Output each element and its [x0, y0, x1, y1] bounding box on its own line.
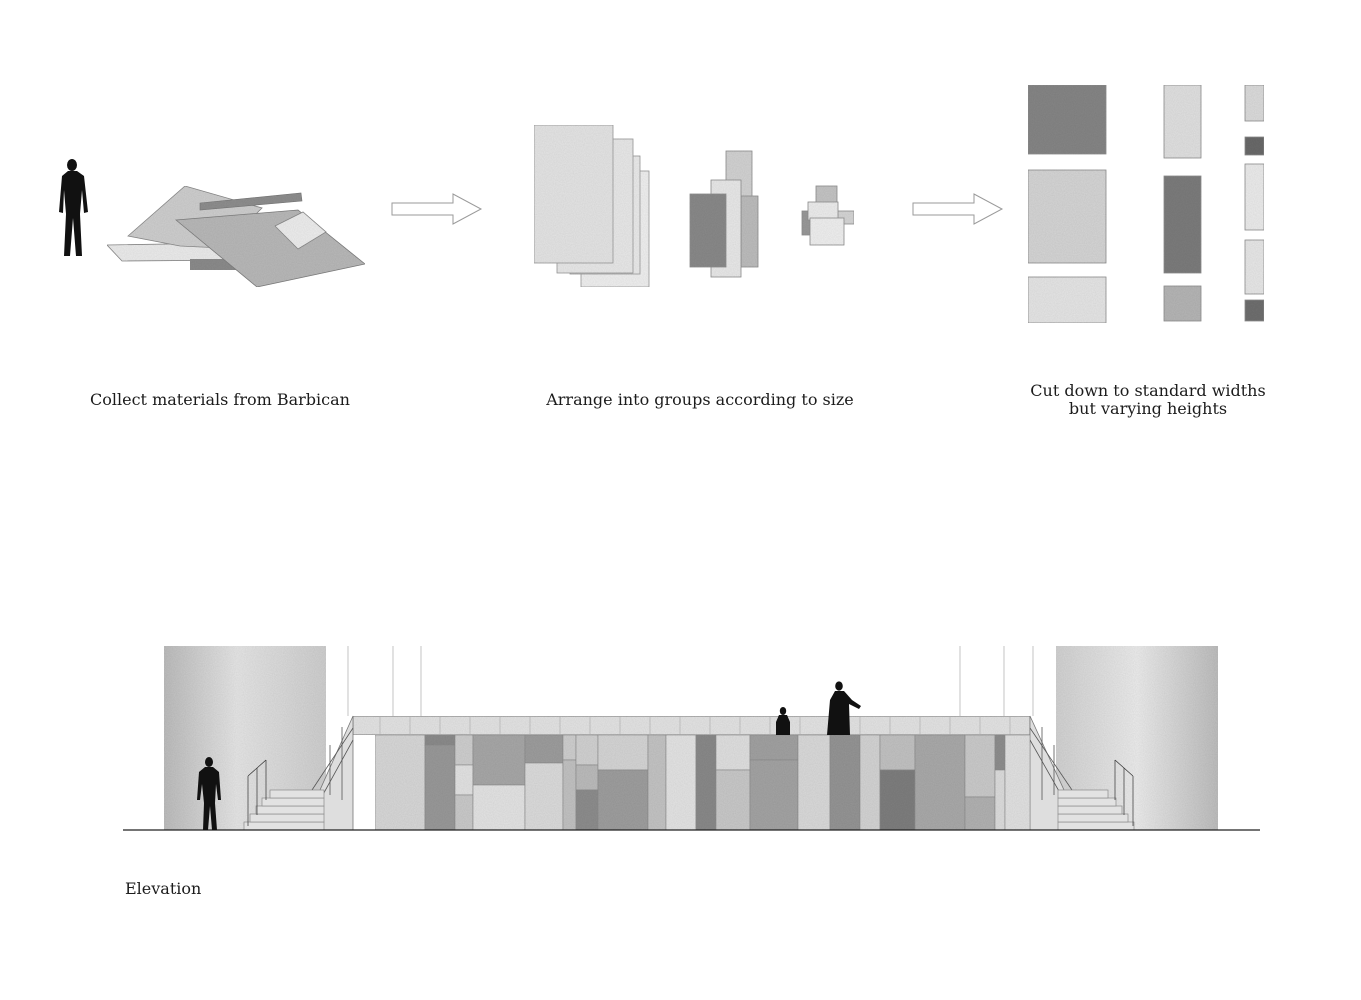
human-silhouette-icon [776, 707, 790, 735]
caption-cut: Cut down to standard widths but varying … [1000, 382, 1296, 418]
step-collect [59, 159, 366, 288]
right-arrow-icon [912, 193, 1004, 225]
human-silhouette-icon [197, 757, 221, 830]
right-arrow-icon [391, 193, 483, 225]
step-cut [1027, 84, 1265, 324]
caption-arrange: Arrange into groups according to size [520, 391, 880, 409]
cut-column-narrow [1244, 84, 1265, 322]
caption-arrange-text: Arrange into groups according to size [546, 390, 854, 409]
elevation-drawing [123, 646, 1260, 831]
facade-panels [374, 734, 1031, 831]
caption-cut-line1: Cut down to standard widths [1030, 381, 1266, 400]
group-small [801, 185, 855, 246]
caption-elevation: Elevation [125, 880, 201, 898]
group-medium [689, 150, 759, 278]
cut-column-wide [1027, 84, 1107, 324]
caption-collect: Collect materials from Barbican [60, 391, 380, 409]
caption-elevation-text: Elevation [125, 879, 202, 898]
caption-cut-line2: but varying heights [1068, 399, 1228, 418]
step-arrange [533, 124, 855, 288]
suspension-lines [347, 646, 1034, 716]
cut-column-medium [1163, 84, 1202, 322]
material-scraps [106, 185, 366, 288]
parapet [352, 715, 1031, 736]
group-large [533, 124, 650, 288]
left-stairs [243, 759, 325, 831]
human-silhouette-icon [827, 681, 861, 735]
caption-collect-text: Collect materials from Barbican [90, 390, 350, 409]
human-silhouette-icon [59, 159, 88, 256]
